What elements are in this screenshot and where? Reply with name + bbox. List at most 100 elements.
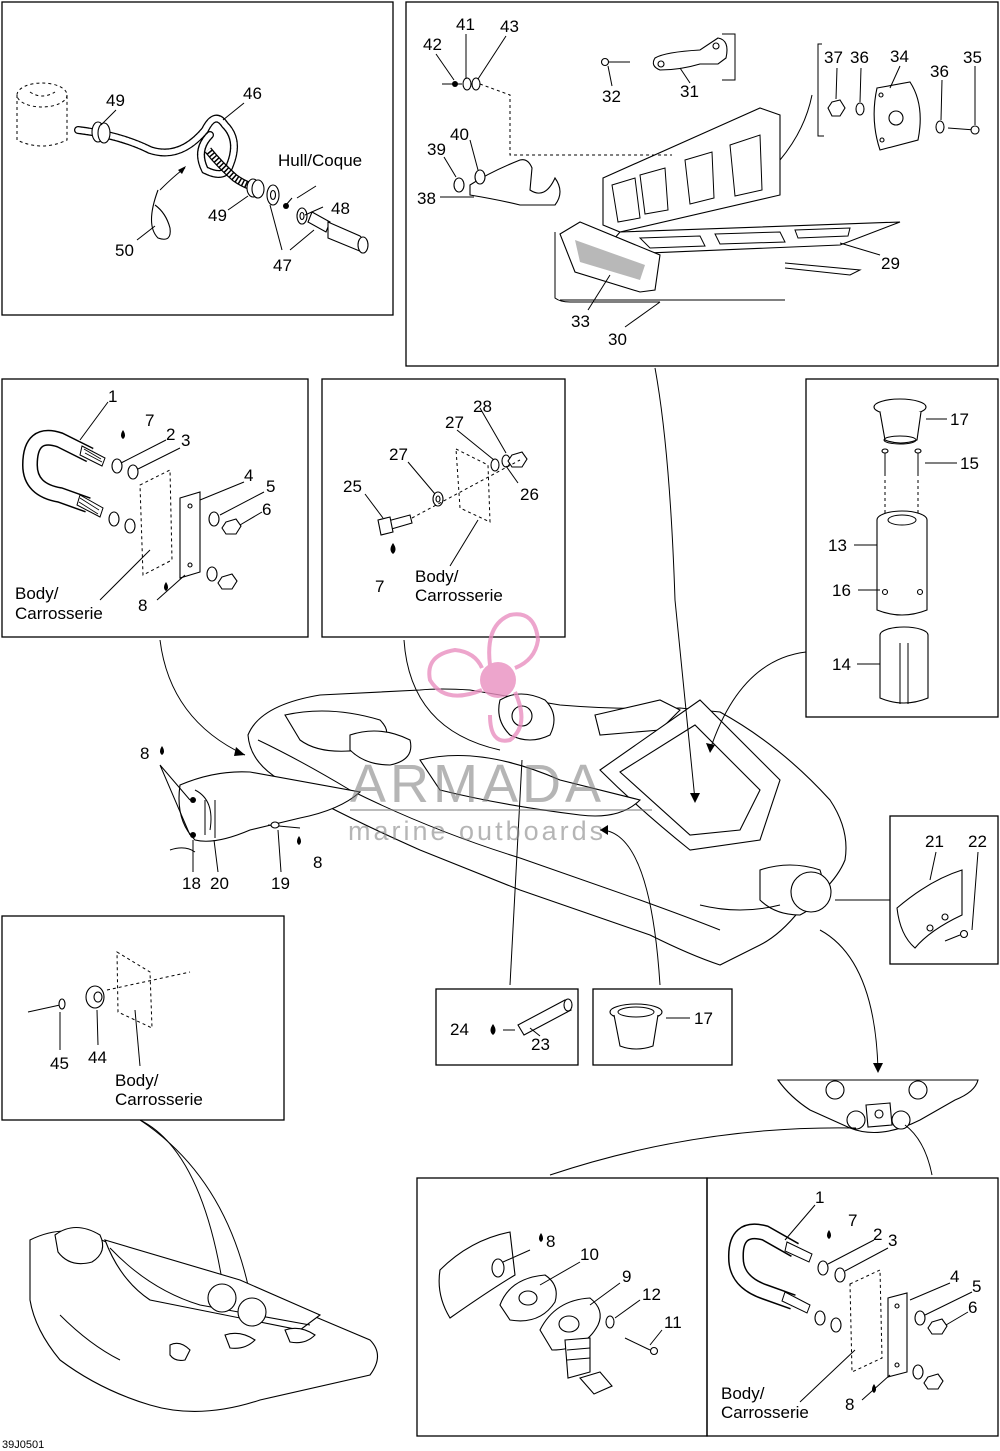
grab-handle xyxy=(728,1223,813,1314)
callout-13: 13 xyxy=(828,536,847,555)
washer xyxy=(296,207,308,225)
holder-sleeve xyxy=(876,510,928,616)
callout-42: 42 xyxy=(423,35,442,54)
washer xyxy=(855,102,865,116)
callout-10: 10 xyxy=(580,1245,599,1264)
callout-49: 49 xyxy=(106,91,125,110)
body-panel-outline xyxy=(849,1269,883,1373)
callout-32: 32 xyxy=(602,87,621,106)
loctite-drop-icon xyxy=(390,543,396,554)
callout-3: 3 xyxy=(888,1231,897,1250)
callout-16: 16 xyxy=(832,581,851,600)
latch-spring xyxy=(453,169,486,193)
body-panel-outline xyxy=(139,469,173,576)
panel-cup-insert: 17 xyxy=(592,988,733,1066)
loctite-drop-icon xyxy=(490,1024,496,1035)
protector-clip xyxy=(896,869,963,949)
bumper xyxy=(85,985,105,1009)
callout-49: 49 xyxy=(208,206,227,225)
washer xyxy=(127,464,139,480)
callout-3: 3 xyxy=(181,431,190,450)
mat xyxy=(559,221,661,293)
callout-23: 23 xyxy=(531,1035,550,1054)
nut xyxy=(221,518,242,535)
callout-25: 25 xyxy=(343,477,362,496)
transom-illustration xyxy=(549,1079,979,1176)
propeller-logo-icon xyxy=(427,612,541,743)
loctite-drop-icon xyxy=(827,1230,831,1239)
panel-bolt-assembly: 28 27 27 25 26 7 Body/ Carrosserie xyxy=(321,378,566,638)
callout-2: 2 xyxy=(873,1225,882,1244)
callout-8: 8 xyxy=(845,1395,854,1414)
callout-39: 39 xyxy=(427,140,446,159)
deck-detail-illustration xyxy=(29,1226,379,1412)
screw xyxy=(600,57,630,67)
callout-1: 1 xyxy=(815,1188,824,1207)
callout-27: 27 xyxy=(445,413,464,432)
callout-5: 5 xyxy=(266,477,275,496)
washer xyxy=(914,1310,926,1326)
callout-27: 27 xyxy=(389,445,408,464)
callout-6: 6 xyxy=(262,500,271,519)
body-panel-outline xyxy=(116,951,153,1029)
callout-8: 8 xyxy=(313,853,322,872)
callout-50: 50 xyxy=(115,241,134,260)
callout-6: 6 xyxy=(968,1298,977,1317)
drain-plug xyxy=(190,797,196,803)
washer xyxy=(912,1364,924,1380)
nut xyxy=(927,1318,948,1335)
callout-35: 35 xyxy=(963,48,982,67)
loctite-drop-icon xyxy=(160,746,164,755)
washer xyxy=(206,566,218,582)
armada-watermark: ARMADA marine outboards xyxy=(348,612,652,846)
split-sleeve xyxy=(879,626,929,704)
callout-44: 44 xyxy=(88,1048,107,1067)
callout-8: 8 xyxy=(138,596,147,615)
callout-47: 47 xyxy=(273,256,292,275)
panel-grab-handle: 1 7 2 3 4 5 6 Body/ Carrosserie 8 xyxy=(1,378,309,638)
callout-24: 24 xyxy=(450,1020,469,1039)
callout-17: 17 xyxy=(694,1009,713,1028)
carrosserie-label: Carrosserie xyxy=(415,586,503,605)
screw xyxy=(947,125,980,135)
gasket xyxy=(499,1274,557,1322)
callout-22: 22 xyxy=(968,832,987,851)
callout-43: 43 xyxy=(500,17,519,36)
gasket xyxy=(266,184,280,206)
body-label: Body/ xyxy=(115,1071,159,1090)
callout-4: 4 xyxy=(244,466,253,485)
callout-29: 29 xyxy=(881,254,900,273)
panel-tube: 24 23 xyxy=(435,988,579,1066)
callout-45: 45 xyxy=(50,1054,69,1073)
panel-cup-holder: 17 15 13 16 14 xyxy=(805,378,999,718)
rivet xyxy=(914,448,922,476)
leader-curves xyxy=(139,367,890,1306)
nut xyxy=(923,1373,944,1390)
tie-wrap xyxy=(150,166,186,240)
body-label: Body/ xyxy=(415,567,459,586)
cup-insert xyxy=(609,1003,663,1050)
body-label: Body/ xyxy=(721,1384,765,1403)
hull-fitting-outline xyxy=(16,82,68,147)
callout-36: 36 xyxy=(850,48,869,67)
rivet xyxy=(267,821,301,829)
callout-12: 12 xyxy=(642,1285,661,1304)
hinge-plate xyxy=(652,33,736,81)
panel-drain-plug: 8 10 9 12 11 xyxy=(416,1177,708,1437)
callout-20: 20 xyxy=(210,874,229,893)
callout-8: 8 xyxy=(546,1232,555,1251)
callout-28: 28 xyxy=(473,397,492,416)
callout-19: 19 xyxy=(271,874,290,893)
nut xyxy=(827,99,846,117)
washer xyxy=(834,1267,846,1283)
body-label: Body/ xyxy=(15,584,59,603)
loctite-drop-icon xyxy=(297,836,301,845)
hull-section xyxy=(438,1231,516,1319)
washer xyxy=(490,458,500,472)
panel-rear-grab-handle: 1 7 2 3 4 5 6 Body/ Carrosserie 8 xyxy=(706,1177,999,1437)
callout-41: 41 xyxy=(456,15,475,34)
washer xyxy=(208,511,220,527)
washer xyxy=(605,1315,615,1329)
watermark-tagline: marine outboards xyxy=(348,816,606,846)
